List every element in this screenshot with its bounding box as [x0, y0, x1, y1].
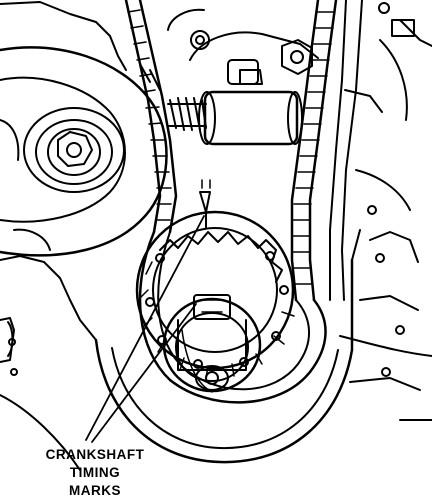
callout-label-line-3: MARKS: [69, 483, 121, 498]
callout-label-line-2: TIMING: [69, 465, 121, 480]
callout-leader-lines: [85, 215, 205, 443]
tensioner-spring: [169, 97, 207, 131]
belt-tensioner: [139, 8, 319, 146]
tensioner-bolt: [281, 39, 313, 75]
leader-line-to-cover-mark: [85, 215, 205, 441]
timing-belt-lower-cover: [94, 229, 361, 464]
pulley-bolt-hex: [57, 131, 93, 167]
engine-block-outline: [0, 1, 432, 471]
crankshaft-hub: [162, 294, 262, 393]
crankshaft-sprocket: [135, 210, 295, 379]
left-pulley: [0, 46, 168, 257]
timing-mark-pointer: [199, 179, 211, 229]
leader-line-to-sprocket-mark: [91, 303, 197, 443]
callout-label-line-1: CRANKSHAFT: [45, 447, 145, 462]
